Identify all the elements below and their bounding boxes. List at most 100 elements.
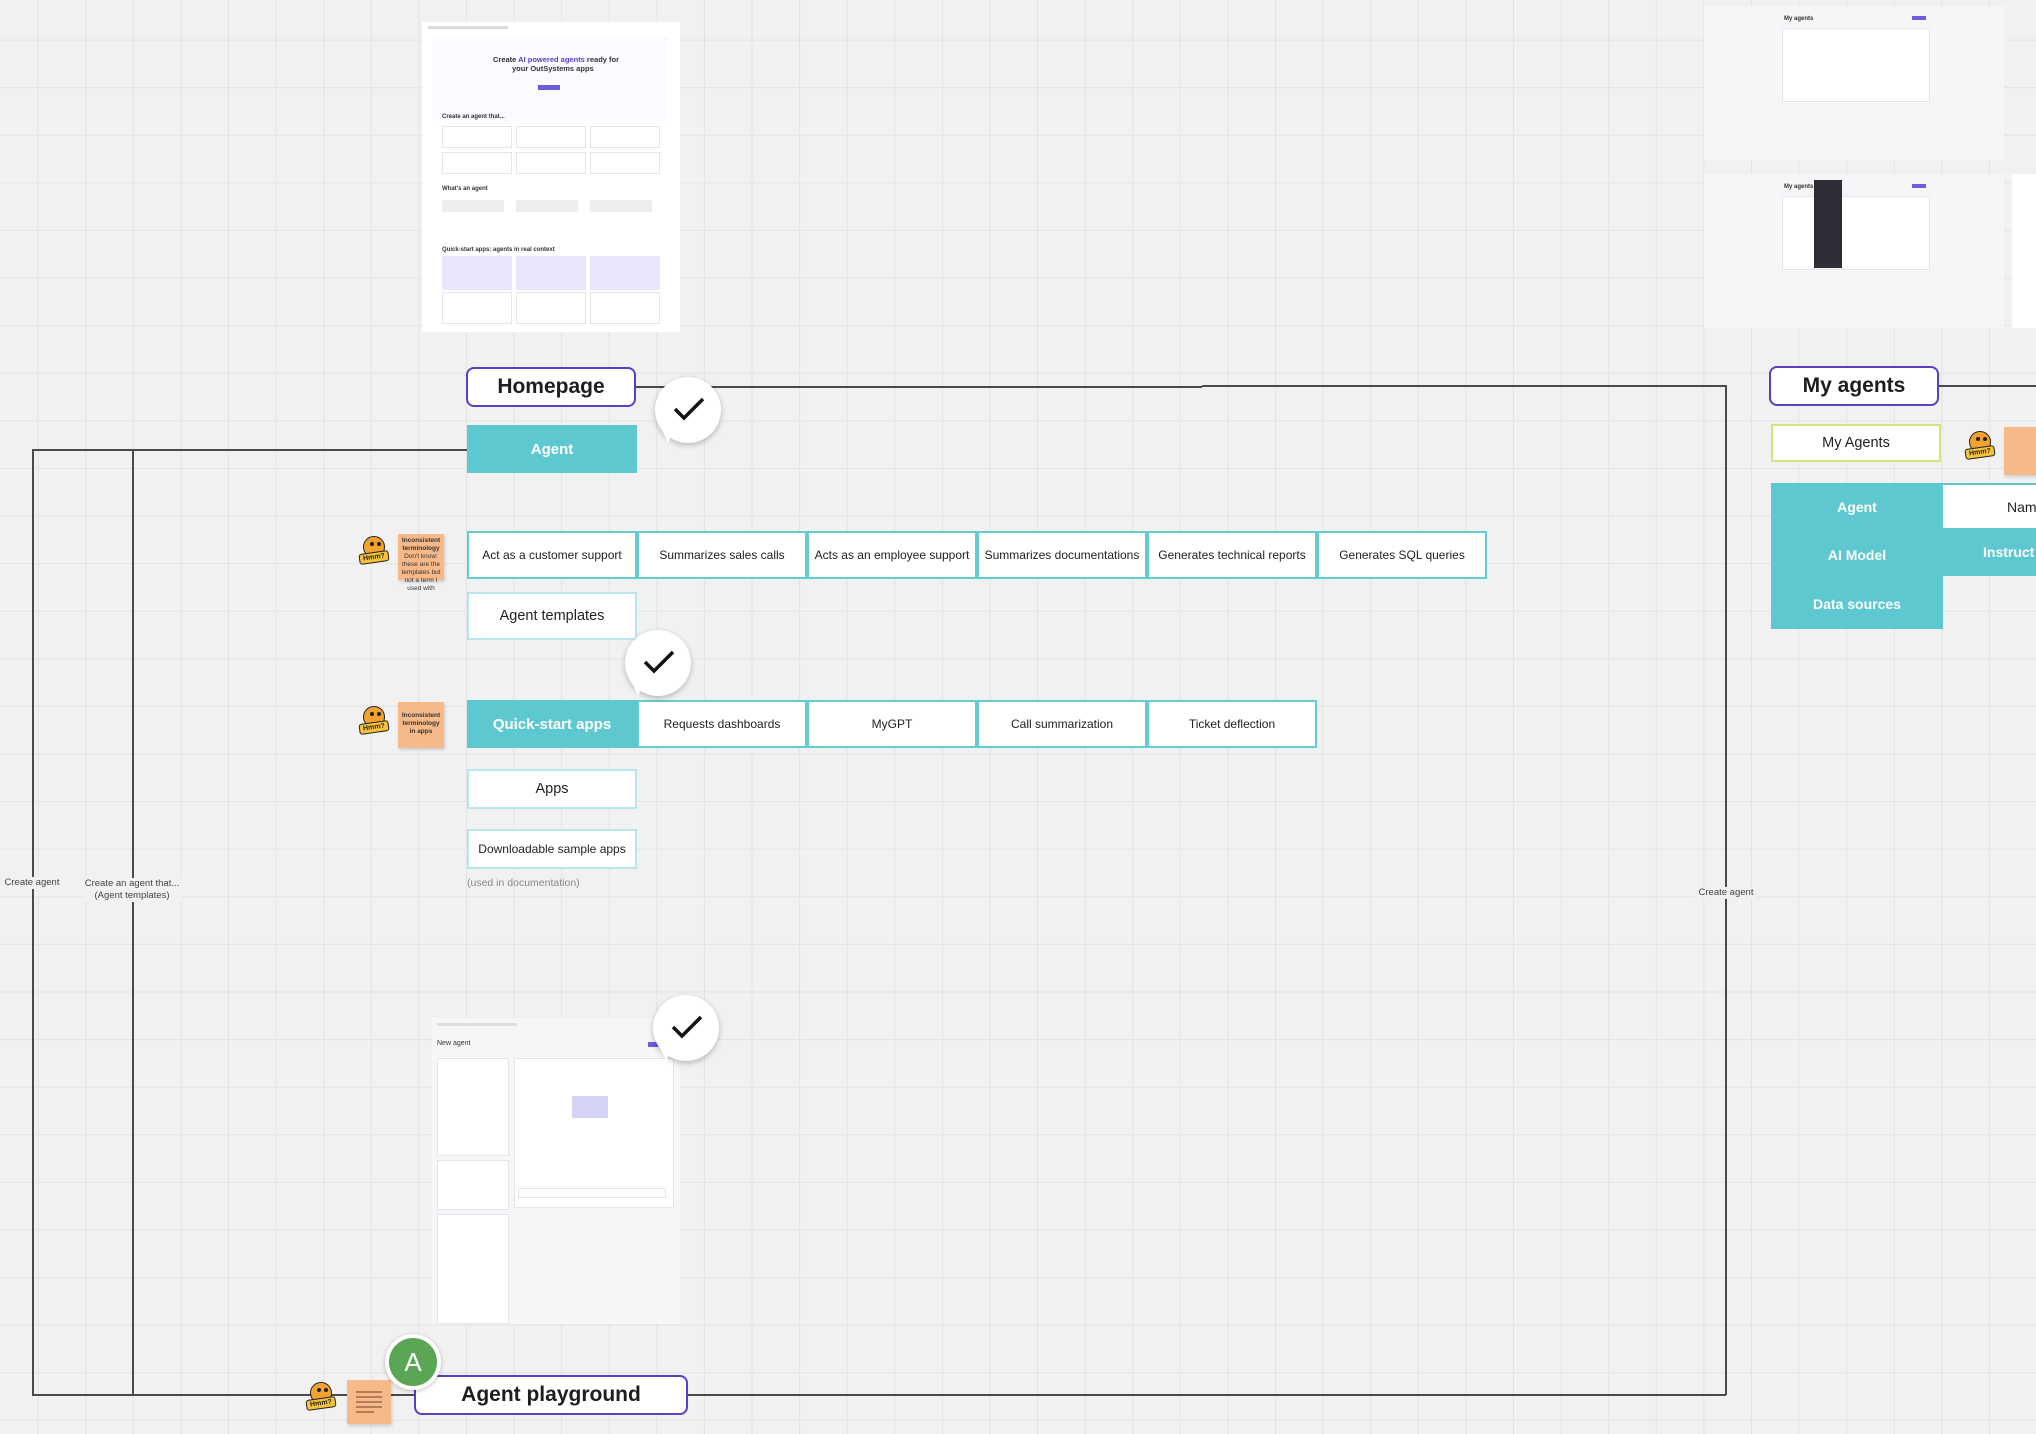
checkmark-icon [671, 1015, 703, 1039]
label-create-agent-right: Create agent [1695, 887, 1757, 899]
my-agents-row-data-sources[interactable]: Data sources [1771, 579, 1943, 629]
template-card-sales-calls[interactable]: Summarizes sales calls [637, 531, 807, 579]
thumb-ma2-title: My agents [1784, 184, 1814, 190]
thumb-na-chat-graphic [572, 1096, 608, 1118]
connector-homepage-myagents-a [490, 386, 1202, 388]
sticky-inconsistent-apps-title: Inconsistent terminology in apps [401, 712, 441, 735]
hmm-eye-left [370, 712, 374, 716]
section-title-my-agents[interactable]: My agents [1769, 366, 1939, 406]
check-bubble-agent-templates [625, 630, 691, 696]
thumb-na-left-panel [437, 1058, 509, 1156]
thumb-card-1 [442, 126, 512, 148]
sticky-inconsistent-apps[interactable]: Inconsistent terminology in apps [398, 702, 444, 748]
card-downloadable-sample-apps[interactable]: Downloadable sample apps [467, 829, 637, 869]
hmm-tag: Hmm? [358, 549, 390, 566]
hmm-tag: Hmm? [305, 1395, 337, 1412]
section-title-homepage[interactable]: Homepage [466, 367, 636, 407]
thumb-card-3 [590, 126, 660, 148]
card-agent-templates[interactable]: Agent templates [467, 592, 637, 640]
hmm-eye-right [324, 1388, 328, 1392]
quickstart-card-mygpt[interactable]: MyGPT [807, 700, 977, 748]
connector-homepage-myagents-b [1202, 385, 1726, 387]
thumb-ma2-table [1782, 196, 1930, 270]
thumb-na-chat-input [518, 1188, 666, 1198]
quickstart-card-call-summarization[interactable]: Call summarization [977, 700, 1147, 748]
checkmark-icon [673, 397, 705, 421]
connector-bottom-right [686, 1394, 1726, 1396]
thumb-quick-card-2 [516, 292, 586, 324]
thumb-hero-heading-1: Create [493, 55, 519, 64]
homepage-screenshot-thumbnail[interactable]: Create AI powered agents ready for your … [422, 22, 680, 332]
user-avatar[interactable]: A [385, 1334, 441, 1390]
thumb-quick-card-3 [590, 292, 660, 324]
thumb-create-heading: Create an agent that... [442, 114, 505, 120]
lines-icon [356, 1391, 382, 1413]
connector-left-outer [32, 449, 34, 1395]
thumb-quick-1 [442, 256, 512, 290]
thumb-ma1-button [1912, 16, 1926, 20]
thumb-hero-button [538, 85, 560, 90]
thumb-na-title: New agent [437, 1040, 471, 1047]
thumb-whats-heading: What's an agent [442, 186, 488, 192]
template-card-technical-reports[interactable]: Generates technical reports [1147, 531, 1317, 579]
card-agent[interactable]: Agent [467, 425, 637, 473]
sticky-inconsistent-terminology-title: Inconsistent terminology [401, 537, 441, 552]
label-create-agent-left: Create agent [0, 877, 64, 889]
hmm-emoji-icon-my-agents: Hmm? [1964, 428, 1996, 461]
hmm-eye-left [370, 542, 374, 546]
thumb-quick-3 [590, 256, 660, 290]
hmm-eye-left [1976, 437, 1980, 441]
thumb-whats-1 [442, 200, 504, 212]
template-card-employee-support[interactable]: Acts as an employee support [807, 531, 977, 579]
thumb-ma1-table [1782, 28, 1930, 102]
agent-playground-screenshot-thumbnail[interactable]: New agent [432, 1018, 680, 1324]
checkmark-icon [643, 650, 675, 674]
quickstart-card-ticket-deflection[interactable]: Ticket deflection [1147, 700, 1317, 748]
check-bubble-agent-playground [653, 995, 719, 1061]
sticky-my-agents[interactable] [2004, 427, 2036, 475]
thumb-hero-heading-accent: AI powered agents [518, 55, 585, 64]
hmm-eye-right [377, 712, 381, 716]
my-agents-cell-name[interactable]: Nam [1943, 483, 2036, 528]
label-create-agent-that-line2: (Agent templates) [94, 890, 170, 901]
thumb-ma2-dark-panel [1814, 180, 1842, 268]
note-used-in-documentation: (used in documentation) [467, 877, 580, 889]
sticky-inconsistent-terminology-body: Don't know: these are the templates but … [401, 553, 441, 592]
my-agents-screenshot-thumbnail-2[interactable]: My agents [1704, 174, 2004, 328]
connector-left-inner [132, 449, 134, 1395]
thumb-whats-2 [516, 200, 578, 212]
label-create-agent-that-line1: Create an agent that... [84, 878, 180, 889]
thumb-card-5 [516, 152, 586, 174]
card-quick-start-apps[interactable]: Quick-start apps [467, 700, 637, 748]
thumb-hero-heading-2: ready for [584, 55, 620, 64]
my-agents-screenshot-thumbnail-1[interactable]: My agents [1704, 6, 2004, 160]
check-bubble-homepage [655, 377, 721, 443]
template-card-documentations[interactable]: Summarizes documentations [977, 531, 1147, 579]
thumb-quick-2 [516, 256, 586, 290]
template-card-sql-queries[interactable]: Generates SQL queries [1317, 531, 1487, 579]
my-agents-cell-instruct[interactable]: Instruct [1943, 528, 2036, 576]
my-agents-row-ai-model[interactable]: AI Model [1771, 531, 1943, 579]
my-agents-row-agent[interactable]: Agent [1771, 483, 1943, 531]
thumb-card-4 [442, 152, 512, 174]
my-agents-screenshot-thumbnail-3-edge[interactable] [2012, 174, 2036, 328]
section-title-agent-playground[interactable]: Agent playground [414, 1375, 688, 1415]
hmm-eye-right [1983, 437, 1987, 441]
card-my-agents[interactable]: My Agents [1771, 424, 1941, 462]
label-create-agent-that: Create an agent that... (Agent templates… [82, 878, 182, 902]
thumb-ma1-title: My agents [1784, 16, 1814, 22]
template-card-customer-support[interactable]: Act as a customer support [467, 531, 637, 579]
hmm-eye-left [317, 1388, 321, 1392]
connector-agent-left [32, 449, 467, 451]
connector-homepage-myagents-c [1926, 385, 2036, 387]
sticky-inconsistent-terminology[interactable]: Inconsistent terminology Don't know: the… [398, 534, 444, 592]
thumb-na-chat-panel [514, 1058, 674, 1208]
thumb-hero-heading-line2: your OutSystems apps [512, 64, 594, 73]
card-apps[interactable]: Apps [467, 769, 637, 809]
hmm-eye-right [377, 542, 381, 546]
connector-bottom-left [32, 1394, 418, 1396]
sticky-playground-collapsed[interactable] [347, 1380, 391, 1424]
quickstart-card-requests-dashboards[interactable]: Requests dashboards [637, 700, 807, 748]
thumb-quick-card-1 [442, 292, 512, 324]
thumb-na-left-panel-3 [437, 1214, 509, 1324]
